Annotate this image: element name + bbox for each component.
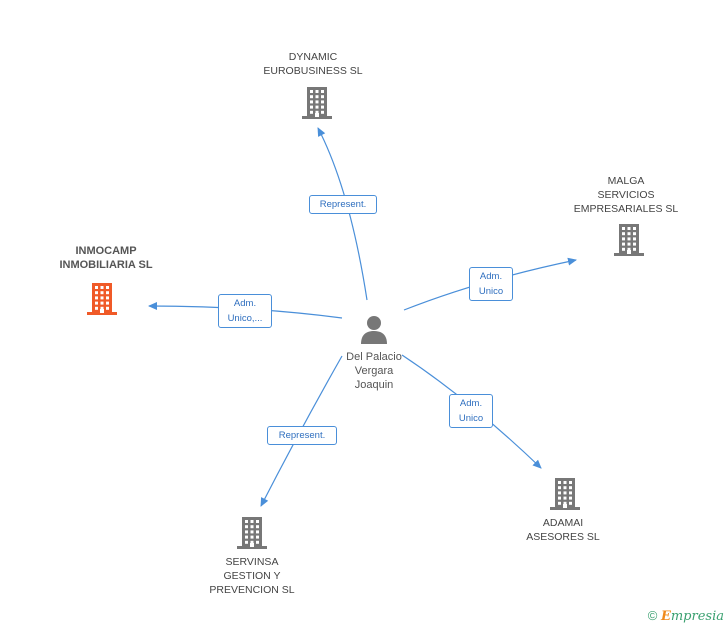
building-icon[interactable] bbox=[613, 223, 645, 257]
company-label-malga[interactable]: MALGA SERVICIOS EMPRESARIALES SL bbox=[573, 175, 679, 215]
copyright-icon: © bbox=[647, 608, 658, 623]
building-icon[interactable] bbox=[86, 282, 118, 316]
copyright: © Empresia bbox=[648, 608, 724, 624]
company-label-servinsa[interactable]: SERVINSA GESTION Y PREVENCION SL bbox=[209, 556, 295, 596]
relation-label-dynamic[interactable]: Represent. bbox=[309, 195, 377, 214]
building-icon[interactable] bbox=[236, 516, 268, 550]
relation-label-inmocamp[interactable]: Adm. Unico,... bbox=[218, 294, 272, 328]
company-label-dynamic[interactable]: DYNAMIC EUROBUSINESS SL bbox=[263, 51, 363, 77]
brand-logo-initial: E bbox=[660, 609, 671, 624]
relation-label-adamai[interactable]: Adm. Unico bbox=[449, 394, 493, 428]
person-icon[interactable] bbox=[359, 314, 389, 344]
building-icon[interactable] bbox=[549, 477, 581, 511]
relation-label-servinsa[interactable]: Represent. bbox=[267, 426, 337, 445]
center-person-label[interactable]: Del Palacio Vergara Joaquin bbox=[346, 351, 402, 391]
company-label-adamai[interactable]: ADAMAI ASESORES SL bbox=[526, 517, 600, 543]
relation-label-malga[interactable]: Adm. Unico bbox=[469, 267, 513, 301]
edge-dynamic bbox=[317, 127, 368, 301]
brand-logo-text: mpresia bbox=[670, 609, 724, 624]
building-icon[interactable] bbox=[301, 86, 333, 120]
company-label-inmocamp[interactable]: INMOCAMP INMOBILIARIA SL bbox=[59, 245, 153, 271]
